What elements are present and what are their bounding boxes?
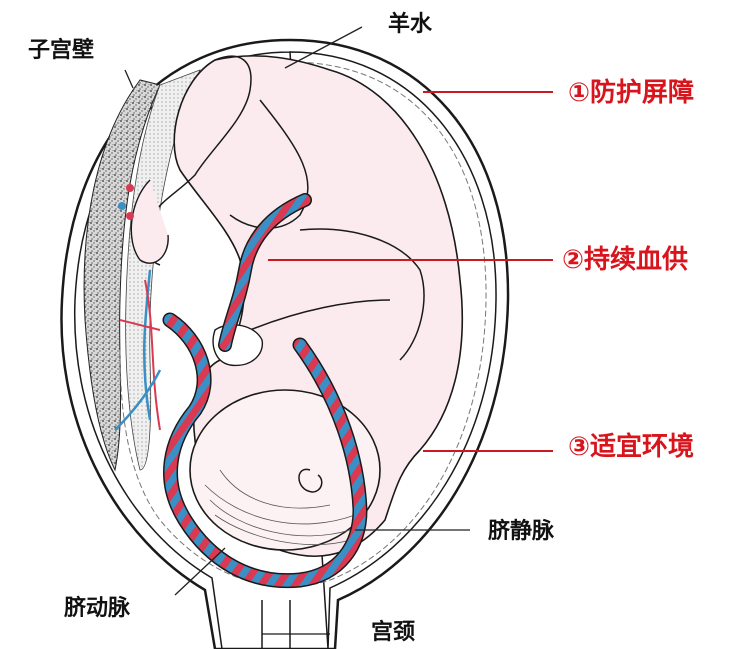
leader-uterine-wall: [124, 69, 134, 89]
amniotic-membrane: [119, 61, 487, 588]
callout-suitable-environment: ③适宜环境: [568, 432, 695, 462]
leader-amniotic-fluid: [284, 26, 363, 69]
fetus: [114, 55, 464, 558]
label-uterine-wall: 子宫壁: [28, 38, 95, 63]
leader-lines-black: [124, 26, 470, 596]
leader-umbilical-artery: [174, 547, 226, 596]
callout-continuous-blood-supply: ②持续血供: [562, 245, 689, 275]
label-amniotic-fluid: 羊水: [388, 12, 433, 37]
label-umbilical-vein: 脐静脉: [488, 519, 555, 544]
callout-protective-barrier: ①防护屏障: [568, 78, 695, 108]
label-cervix: 宫颈: [371, 620, 416, 645]
umbilical-cord: [162, 193, 368, 589]
label-umbilical-artery: 脐动脉: [64, 596, 131, 621]
leader-lines-red: [268, 91, 553, 452]
